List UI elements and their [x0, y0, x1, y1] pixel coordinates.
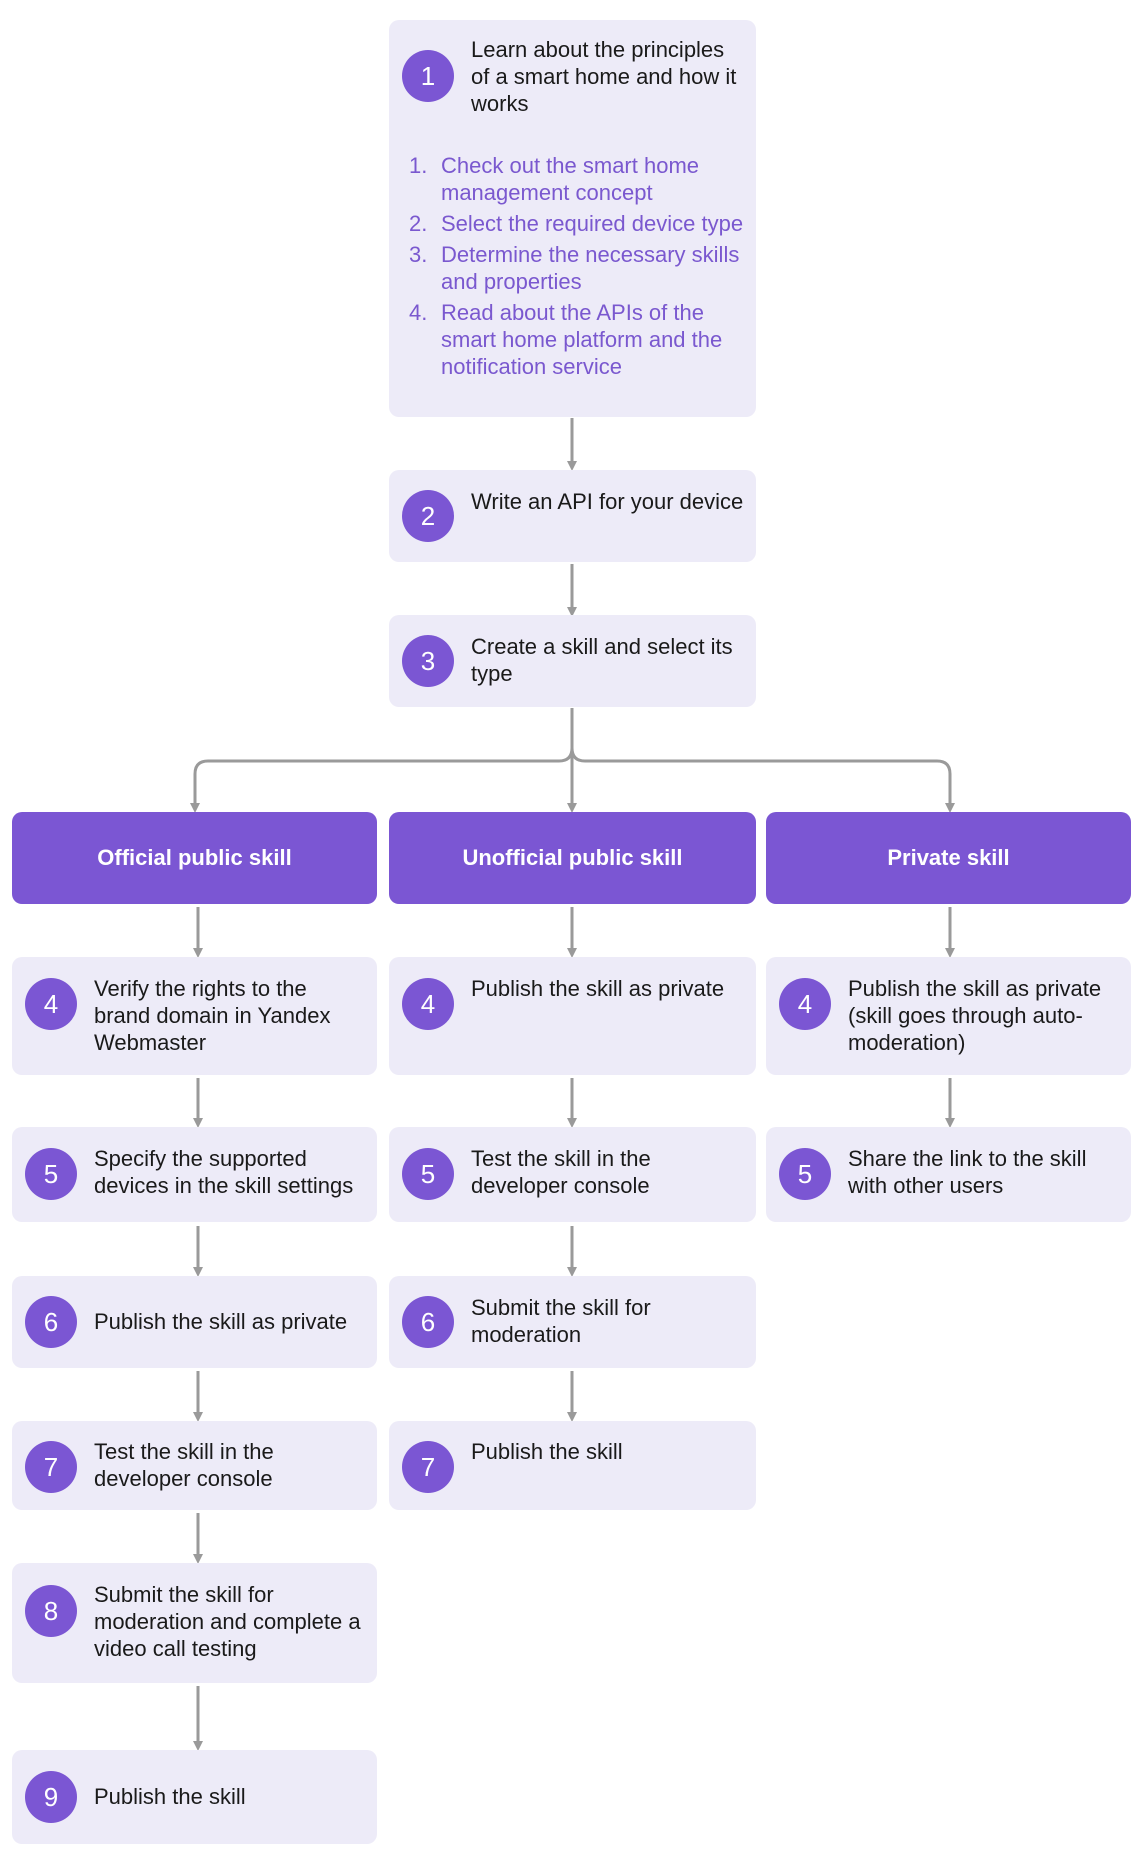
step-number-badge: 4 [25, 978, 77, 1030]
official-step-8-box: 8 Submit the skill for moderation and co… [12, 1563, 377, 1683]
official-step-4-text: Verify the rights to the brand domain in… [94, 976, 331, 1055]
subitem: 1. Check out the smart home management co… [409, 152, 748, 206]
arrow-step3-to-official [190, 708, 574, 813]
unofficial-step-6-text: Submit the skill for moderation [471, 1295, 651, 1347]
step-2-box: 2 Write an API for your device [389, 470, 756, 562]
step-number-badge: 6 [25, 1296, 77, 1348]
step-1-text: Learn about the principles of a smart ho… [471, 37, 737, 116]
unofficial-step-4-box: 4 Publish the skill as private [389, 957, 756, 1075]
official-step-5-text: Specify the supported devices in the ski… [94, 1146, 354, 1198]
official-step-7-box: 7 Test the skill in the developer consol… [12, 1421, 377, 1510]
subitem-text: Check out the smart home management conc… [441, 153, 700, 205]
official-step-6-box: 6 Publish the skill as private [12, 1276, 377, 1368]
official-step-7-text: Test the skill in the developer console [94, 1439, 274, 1491]
subitem: 2. Select the required device type [409, 210, 748, 237]
step-number-badge: 7 [25, 1441, 77, 1493]
step-3-box: 3 Create a skill and select its type [389, 615, 756, 707]
unofficial-step-6-box: 6 Submit the skill for moderation [389, 1276, 756, 1368]
unofficial-step-5-text: Test the skill in the developer console [471, 1146, 651, 1198]
step-number-badge: 8 [25, 1585, 77, 1637]
subitem-number: 1. [409, 153, 428, 178]
private-skill-header: Private skill [766, 812, 1131, 904]
step-number-badge: 4 [779, 978, 831, 1030]
official-public-skill-header: Official public skill [12, 812, 377, 904]
step-number-badge: 2 [402, 490, 454, 542]
step-number-badge: 3 [402, 635, 454, 687]
arrow-step3-to-private [570, 708, 955, 813]
official-step-4-box: 4 Verify the rights to the brand domain … [12, 957, 377, 1075]
subitem-number: 3. [409, 242, 428, 267]
subitem-text: Select the required device type [441, 211, 744, 236]
official-step-9-text: Publish the skill [94, 1784, 246, 1809]
unofficial-step-7-text: Publish the skill [471, 1439, 623, 1464]
step-number-badge: 7 [402, 1441, 454, 1493]
step-1-subitems: 1. Check out the smart home management co… [409, 152, 748, 384]
official-step-9-box: 9 Publish the skill [12, 1750, 377, 1844]
step-number-badge: 1 [402, 50, 454, 102]
step-2-text: Write an API for your device [471, 489, 744, 514]
official-step-8-text: Submit the skill for moderation and comp… [94, 1582, 361, 1661]
private-step-4-text: Publish the skill as private (skill goes… [848, 976, 1102, 1055]
private-step-5-text: Share the link to the skill with other u… [848, 1146, 1087, 1198]
step-number-badge: 9 [25, 1771, 77, 1823]
subitem-number: 4. [409, 300, 428, 325]
step-3-text: Create a skill and select its type [471, 634, 733, 686]
step-1-box: 1 Learn about the principles of a smart … [389, 20, 756, 417]
unofficial-step-5-box: 5 Test the skill in the developer consol… [389, 1127, 756, 1222]
subitem-text: Determine the necessary skills and prope… [441, 242, 740, 294]
step-number-badge: 4 [402, 978, 454, 1030]
step-number-badge: 6 [402, 1296, 454, 1348]
subitem-text: Read about the APIs of the smart home pl… [441, 300, 723, 379]
subitem: 4. Read about the APIs of the smart home … [409, 299, 748, 380]
private-step-5-box: 5 Share the link to the skill with other… [766, 1127, 1131, 1222]
step-number-badge: 5 [779, 1148, 831, 1200]
unofficial-public-skill-header: Unofficial public skill [389, 812, 756, 904]
subitem: 3. Determine the necessary skills and pro… [409, 241, 748, 295]
private-step-4-box: 4 Publish the skill as private (skill go… [766, 957, 1131, 1075]
subitem-number: 2. [409, 211, 428, 236]
unofficial-step-4-text: Publish the skill as private [471, 976, 725, 1001]
official-step-5-box: 5 Specify the supported devices in the s… [12, 1127, 377, 1222]
official-step-6-text: Publish the skill as private [94, 1309, 348, 1334]
step-number-badge: 5 [402, 1148, 454, 1200]
step-number-badge: 5 [25, 1148, 77, 1200]
unofficial-step-7-box: 7 Publish the skill [389, 1421, 756, 1510]
